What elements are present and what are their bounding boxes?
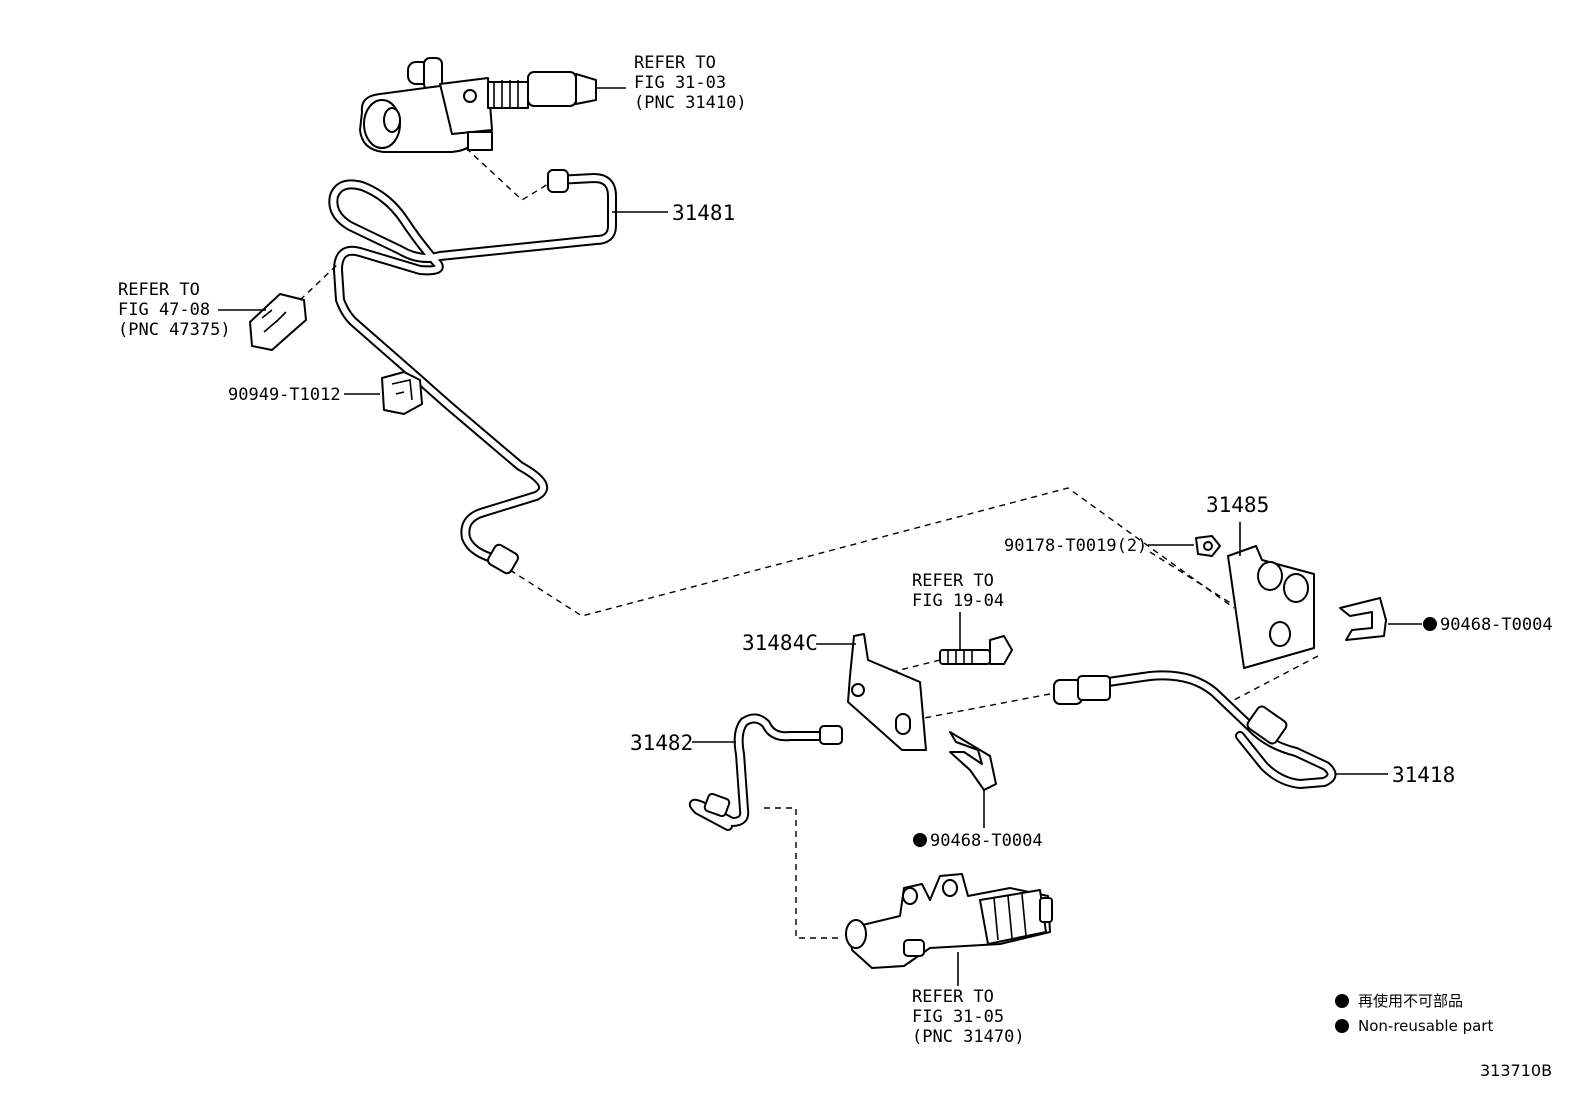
non-reusable-marker-lower [913, 833, 927, 847]
clutch-tube-31481[interactable] [328, 169, 617, 575]
connection-hose-to-bracket-31484c [923, 693, 1051, 719]
clutch-tube-31482[interactable] [688, 713, 843, 831]
part-31482-label: 31482 [630, 731, 693, 755]
ref-line-2: FIG 47-08 [118, 300, 210, 320]
part-31481-label: 31481 [672, 201, 735, 225]
legend-english: Non-reusable part [1358, 1017, 1493, 1035]
part-90468-right-label: 90468-T0004 [1440, 615, 1553, 635]
tube-clamp[interactable] [249, 293, 307, 351]
ref-line-2: FIG 19-04 [912, 591, 1004, 611]
part-90178-label: 90178-T0019(2) [1004, 536, 1147, 556]
clip-90468-right[interactable] [1339, 597, 1387, 641]
legend: 再使用不可部品 Non-reusable part [1335, 992, 1493, 1035]
legend-bullet-icon [1335, 994, 1349, 1008]
release-cylinder-reference: REFER TO FIG 31-05 (PNC 31470) [912, 987, 1025, 1047]
connection-master-to-tube [465, 147, 549, 201]
bracket-31485[interactable] [1227, 545, 1315, 669]
connection-tube-to-release-cyl [764, 807, 840, 939]
connection-nut-to-bracket [1149, 551, 1233, 605]
ref-line-2: FIG 31-03 [634, 73, 726, 93]
diagram-code: 313710B [1480, 1061, 1552, 1080]
ref-line-2: FIG 31-05 [912, 1007, 1004, 1027]
connection-bolt-to-bracket [891, 659, 941, 673]
ref-line-3: (PNC 31470) [912, 1027, 1025, 1047]
clutch-release-cylinder[interactable] [845, 873, 1053, 969]
bolt[interactable] [939, 635, 1013, 665]
connection-clamp-to-tube [299, 263, 339, 301]
clip-90468-lower[interactable] [949, 731, 997, 791]
part-31418-label: 31418 [1392, 763, 1455, 787]
ref-line-1: REFER TO [634, 53, 716, 73]
clutch-master-cylinder[interactable] [359, 57, 597, 153]
ref-line-1: REFER TO [118, 280, 200, 300]
clamp-reference: REFER TO FIG 47-08 (PNC 47375) [118, 280, 231, 340]
bolt-reference: REFER TO FIG 19-04 [912, 571, 1004, 611]
ref-line-3: (PNC 47375) [118, 320, 231, 340]
part-90468-lower-label: 90468-T0004 [930, 831, 1043, 851]
part-31485-label: 31485 [1206, 493, 1269, 517]
clutch-hose-31418[interactable] [1053, 670, 1337, 789]
bracket-31484c[interactable] [847, 633, 927, 751]
non-reusable-marker-right [1423, 617, 1437, 631]
clip-90949[interactable] [381, 371, 423, 415]
nut-90178[interactable] [1195, 535, 1221, 557]
ref-line-1: REFER TO [912, 571, 994, 591]
ref-line-3: (PNC 31410) [634, 93, 747, 113]
legend-japanese: 再使用不可部品 [1358, 992, 1463, 1010]
part-90949-label: 90949-T1012 [228, 385, 341, 405]
legend-bullet-icon [1335, 1019, 1349, 1033]
connection-bracket-to-hose [1233, 655, 1319, 701]
ref-line-1: REFER TO [912, 987, 994, 1007]
master-cylinder-reference: REFER TO FIG 31-03 (PNC 31410) [634, 53, 747, 113]
part-31484c-label: 31484C [742, 631, 818, 655]
